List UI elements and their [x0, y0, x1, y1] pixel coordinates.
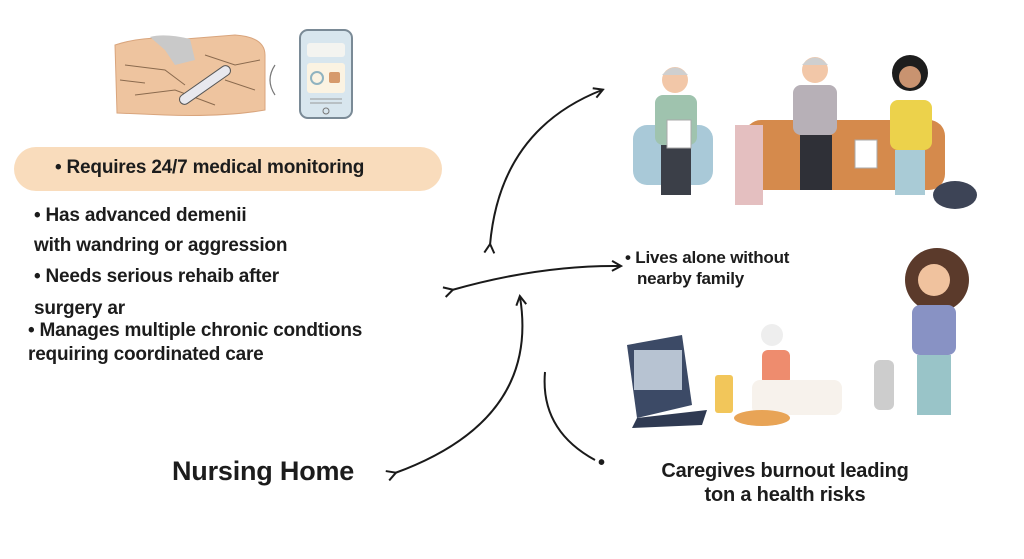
criteria-line: with wandring or aggression [34, 235, 288, 256]
arrow-bottom-bidirectional [395, 297, 522, 473]
highlight-pill [14, 147, 442, 191]
medical-monitoring-illustration [105, 25, 365, 125]
sensor-phone-icon [114, 29, 353, 119]
lives-alone-label: • Lives alone without nearby family [625, 247, 789, 289]
caregiver-connector [543, 371, 596, 461]
criteria-line: • Manages multiple chronic condtions [28, 320, 363, 341]
caregiver-line: Caregives burnout leading [661, 460, 909, 482]
criteria-line: surgery ar [34, 298, 125, 319]
home-care-illustration [612, 240, 982, 430]
caregiver-label: Caregives burnout leading ton a health r… [640, 459, 930, 507]
criteria-line: • Has advanced demenii [34, 205, 247, 226]
criteria-line: • Needs serious rehaib after [34, 266, 279, 287]
lives-alone-line: nearby family [637, 269, 745, 288]
caregiver-line: ton a health risks [704, 484, 866, 506]
highlight-text: • Requires 24/7 medical monitoring [55, 157, 365, 178]
caregiver-bullet: • [598, 452, 605, 474]
arrow-middle-bidirectional [452, 266, 620, 290]
lives-alone-line: • Lives alone without [625, 248, 790, 267]
criteria-line: requiring coordinated care [28, 344, 264, 365]
family-meeting-icon [633, 55, 977, 209]
family-meeting-illustration [625, 45, 985, 215]
home-care-icon [627, 248, 969, 428]
arrow-top-bidirectional [490, 90, 602, 245]
nursing-home-label: Nursing Home [172, 456, 355, 486]
